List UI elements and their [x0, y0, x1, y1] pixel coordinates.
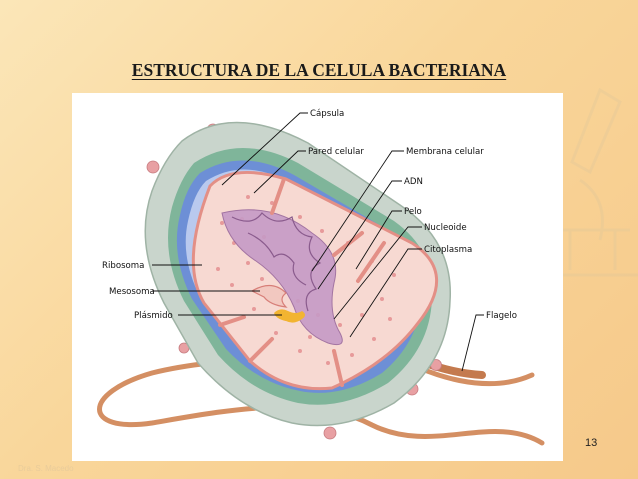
label-pared-celular: Pared celular [308, 147, 364, 157]
label-citoplasma: Citoplasma [424, 245, 472, 255]
mesosome [250, 284, 288, 308]
label-mesosoma: Mesosoma [109, 287, 155, 297]
leader-pelo [355, 210, 402, 270]
microscope-watermark-icon [550, 87, 638, 277]
pilus-stalks [218, 177, 386, 387]
label-flagelo: Flagelo [486, 311, 517, 321]
leader-nucleoide [333, 226, 422, 320]
label-plasmido: Plásmido [134, 311, 173, 321]
leader-adn [317, 180, 402, 290]
label-adn: ADN [404, 177, 423, 187]
nucleoid [221, 209, 343, 346]
author-footer: Dra. S. Macedo [18, 464, 74, 473]
label-membrana-celular: Membrana celular [406, 147, 484, 157]
label-nucleoide: Nucleoide [424, 223, 467, 233]
plasmid [274, 309, 305, 323]
label-pelo: Pelo [404, 207, 422, 217]
slide-title: ESTRUCTURA DE LA CELULA BACTERIANA [131, 60, 507, 80]
label-ribosoma: Ribosoma [102, 261, 144, 271]
label-capsula: Cápsula [310, 109, 344, 119]
leader-pared-celular [253, 150, 306, 194]
leader-citoplasma [349, 248, 422, 338]
dna-strands [231, 212, 322, 312]
leader-flagelo [461, 314, 484, 372]
leader-membrana-celular [311, 150, 404, 272]
bacterial-cell-diagram: Cápsula Pared celular Membrana celular A… [97, 109, 545, 446]
diagram-panel: Cápsula Pared celular Membrana celular A… [72, 93, 563, 461]
leader-capsula [221, 112, 308, 186]
page-number: 13 [585, 437, 598, 449]
